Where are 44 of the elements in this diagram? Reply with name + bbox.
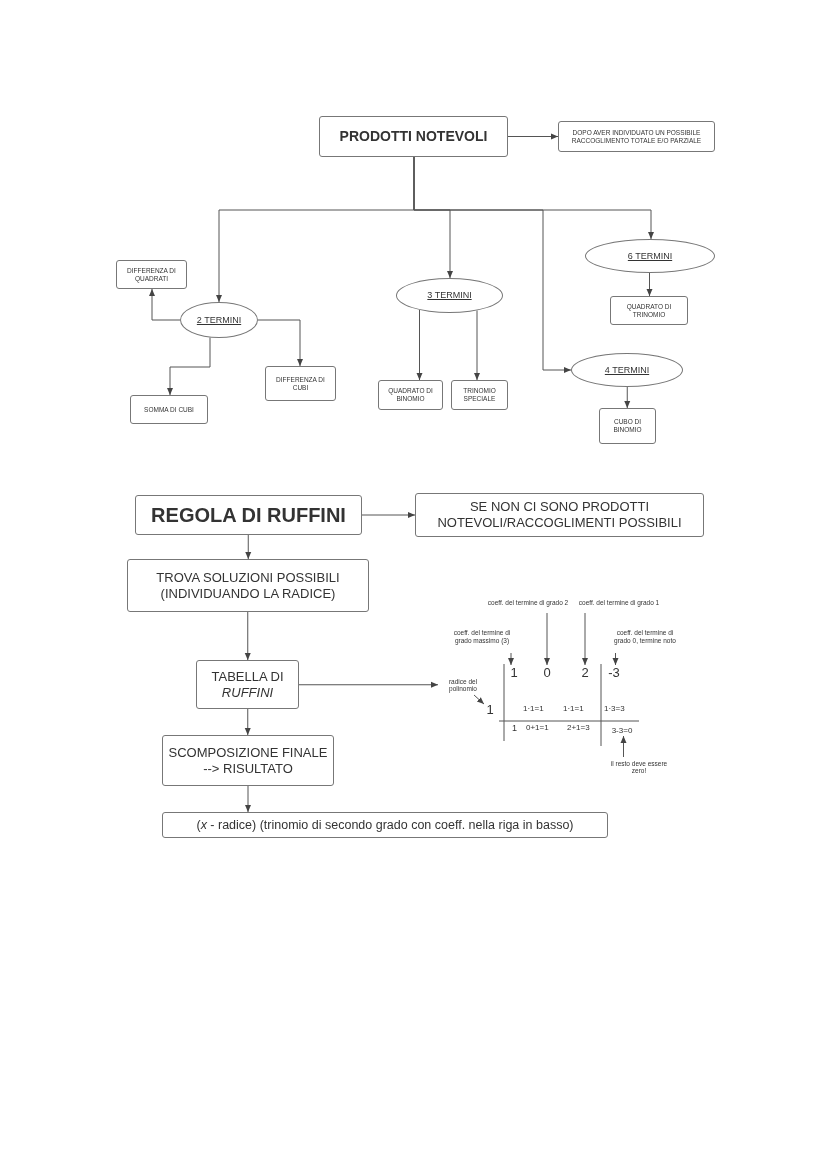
process-box: SE NON CI SONO PRODOTTI NOTEVOLI/RACCOGLIMENTI POSSIBILI	[415, 493, 704, 537]
arrow	[361, 512, 416, 518]
term-ellipse: 3 TERMINI	[396, 278, 503, 313]
leader-line	[612, 652, 619, 666]
arrow	[624, 386, 631, 409]
arrow	[257, 319, 303, 367]
arrow	[244, 708, 251, 736]
arrow	[298, 681, 439, 688]
arrow	[245, 785, 251, 813]
process-box: PRODOTTI NOTEVOLI	[319, 116, 508, 157]
term-ellipse: 4 TERMINI	[571, 353, 683, 387]
arrow	[646, 272, 653, 297]
arrow	[474, 310, 480, 381]
table-value: 1·1=1	[523, 705, 544, 713]
arrow	[416, 309, 423, 381]
table-number: 1	[484, 702, 496, 717]
term-ellipse: 2 TERMINI	[180, 302, 258, 338]
arrow	[507, 133, 559, 140]
leader-line	[473, 694, 485, 705]
leader-line	[508, 652, 514, 666]
table-value: 0+1=1	[526, 724, 549, 732]
table-number: -3	[605, 665, 623, 680]
term-ellipse: 6 TERMINI	[585, 239, 715, 273]
arrow	[149, 288, 181, 321]
process-box: TABELLA DI RUFFINI	[196, 660, 299, 709]
table-value: 1·3=3	[604, 705, 625, 713]
process-box: REGOLA DI RUFFINI	[135, 495, 362, 535]
table-value: 1·1=1	[563, 705, 584, 713]
arrow	[413, 156, 654, 240]
process-box: SCOMPOSIZIONE FINALE --> RISULTATO	[162, 735, 334, 786]
process-box: (x - radice) (trinomio di secondo grado con coeff. nella riga in basso)	[162, 812, 608, 838]
leader-line	[620, 735, 627, 758]
table-number: 3-3=0	[605, 725, 639, 736]
leader-line	[544, 612, 550, 666]
table-number: 1	[508, 665, 520, 680]
table-number: 2	[579, 665, 591, 680]
arrow	[245, 534, 252, 560]
leader-line	[582, 612, 588, 666]
table-number: 0	[541, 665, 553, 680]
arrow	[244, 611, 251, 661]
table-value: 1	[512, 724, 517, 733]
process-box: TROVA SOLUZIONI POSSIBILI (INDIVIDUANDO LA RADICE)	[127, 559, 369, 612]
table-value: 2+1=3	[567, 724, 590, 732]
arrow	[167, 337, 211, 396]
